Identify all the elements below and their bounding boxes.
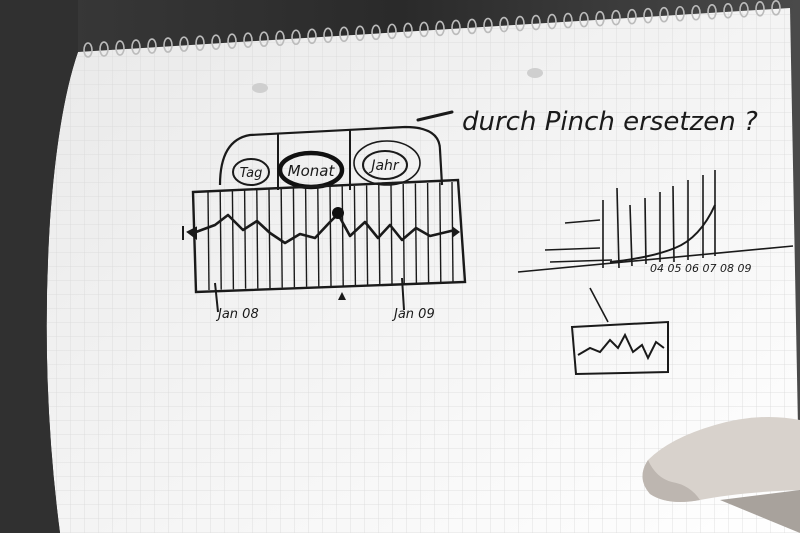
segmented-control: Tag Monat Jahr xyxy=(218,125,444,190)
spiral-ring xyxy=(755,1,765,17)
annotation: durch Pinch ersetzen ? xyxy=(416,107,758,137)
timeline-gridline xyxy=(426,182,430,283)
spiral-ring xyxy=(339,26,349,43)
timeline-gridline xyxy=(304,187,308,287)
timeline-gridline xyxy=(414,183,418,284)
spiral-ring xyxy=(563,12,573,29)
spiral-ring xyxy=(163,37,173,53)
timeline-gridline xyxy=(317,187,320,287)
segment-jahr[interactable] xyxy=(362,150,408,180)
spiral-ring xyxy=(467,18,477,35)
timeline-gridline xyxy=(341,186,344,286)
segment-tag-label: Tag xyxy=(240,166,263,181)
spiral-ring xyxy=(691,4,701,21)
spiral-ring xyxy=(307,28,317,45)
spiral-ring xyxy=(419,21,429,38)
spiral-ring xyxy=(771,0,781,16)
current-position-marker xyxy=(338,292,346,300)
spiral-ring xyxy=(387,23,397,40)
scroll-right-arrow[interactable] xyxy=(452,226,460,238)
spiral-ring xyxy=(627,8,637,25)
spiral-ring xyxy=(483,17,493,34)
spiral-ring xyxy=(547,13,557,30)
spiral-ring xyxy=(211,34,221,50)
timeline-gridline xyxy=(365,185,369,285)
spiral-ring xyxy=(643,7,653,24)
spiral-ring xyxy=(579,11,589,28)
spiral-ring xyxy=(595,10,605,27)
spiral-ring xyxy=(611,9,621,26)
punch-hole xyxy=(252,83,268,93)
scroll-left-arrow[interactable] xyxy=(182,226,197,240)
spiral-ring xyxy=(723,3,733,19)
thumb xyxy=(642,416,800,533)
timeline-gridline xyxy=(353,185,357,286)
spiral-ring xyxy=(259,31,269,48)
spiral-ring xyxy=(531,14,541,31)
zoom-sketch: 04 05 06 07 08 09 xyxy=(517,170,794,376)
timeline-label-start: Jan 08 xyxy=(215,307,259,322)
spiral-ring xyxy=(739,2,749,18)
spiral-ring xyxy=(659,6,669,23)
punch-hole xyxy=(527,68,543,78)
notebook-page xyxy=(46,8,800,533)
timeline-gridline xyxy=(243,190,247,289)
spiral-ring xyxy=(355,25,365,42)
zoom-sketch-axis-labels: 04 05 06 07 08 09 xyxy=(650,262,751,275)
spiral-ring xyxy=(243,32,253,49)
spiral-ring xyxy=(115,40,125,56)
spiral-ring xyxy=(323,27,333,44)
timeline-gridline xyxy=(219,191,222,290)
background-left xyxy=(0,0,78,533)
spiral-ring xyxy=(131,39,141,55)
spiral-ring xyxy=(515,15,525,32)
spiral-ring xyxy=(83,42,93,58)
annotation-note: durch Pinch ersetzen ? xyxy=(462,107,758,137)
spiral-ring xyxy=(179,36,189,52)
timeline-gridline xyxy=(207,191,210,291)
timeline-sketch: Jan 08 Jan 09 xyxy=(182,178,467,322)
spiral-ring xyxy=(227,33,237,49)
timeline-gridline xyxy=(231,190,235,290)
spiral-ring xyxy=(99,41,109,57)
spiral-ring xyxy=(403,22,413,39)
timeline-gridline xyxy=(256,189,259,289)
timeline-gridline xyxy=(402,183,405,284)
spiral-ring xyxy=(451,19,461,36)
spiral-ring xyxy=(147,38,157,54)
timeline-gridline xyxy=(280,188,283,288)
spiral-ring xyxy=(435,20,445,37)
timeline-gridline xyxy=(329,186,332,287)
spiral-binding xyxy=(83,0,781,58)
timeline-gridline xyxy=(390,184,393,285)
spiral-ring xyxy=(707,3,717,20)
spiral-ring xyxy=(275,30,285,47)
spiral-ring xyxy=(675,5,685,22)
timeline-label-end: Jan 09 xyxy=(391,307,435,322)
segment-jahr-label: Jahr xyxy=(368,158,400,174)
timeline-gridline xyxy=(268,189,271,289)
selected-point-marker[interactable] xyxy=(332,207,344,219)
spiral-ring xyxy=(291,29,301,46)
segment-tag[interactable] xyxy=(232,158,270,186)
segment-monat-label: Monat xyxy=(288,162,336,180)
spiral-ring xyxy=(499,16,509,33)
spiral-ring xyxy=(371,24,381,41)
spiral-ring xyxy=(195,35,205,51)
